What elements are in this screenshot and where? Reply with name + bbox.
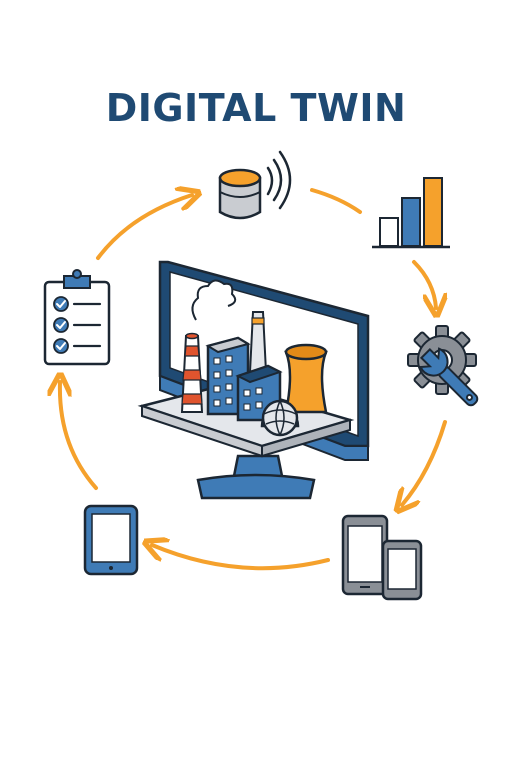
cycle-arrows bbox=[60, 188, 447, 571]
phone-tablet-icon bbox=[341, 514, 423, 601]
arrow-chart-to-gear bbox=[412, 260, 436, 308]
arrow-tablet-to-checklist bbox=[60, 382, 98, 490]
arrow-devices-to-tablet bbox=[152, 545, 330, 571]
gear-wrench-icon bbox=[407, 325, 479, 407]
monitor-factory-icon bbox=[137, 260, 370, 500]
tablet-icon bbox=[83, 504, 139, 576]
arrow-checklist-to-database bbox=[96, 195, 192, 260]
bar-chart-icon bbox=[372, 177, 450, 249]
clipboard-checklist-icon bbox=[43, 269, 111, 366]
database-signal-icon bbox=[218, 150, 292, 220]
diagram-title: DIGITAL TWIN bbox=[105, 86, 407, 130]
arrow-gear-to-devices bbox=[402, 420, 447, 505]
arrow-database-to-chart bbox=[310, 188, 362, 214]
